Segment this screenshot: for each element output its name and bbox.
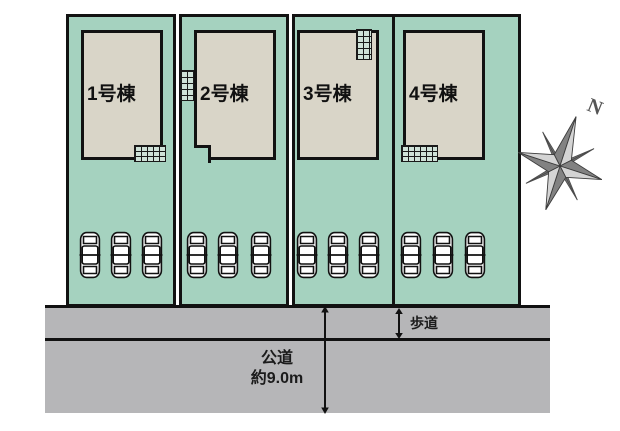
parking-car-icon (217, 231, 239, 279)
parking-car-icon (110, 231, 132, 279)
public-road-area (45, 341, 550, 413)
building-2-stairs-icon (180, 70, 194, 101)
public-road-label: 公道 約9.0m (232, 349, 322, 389)
parking-car-icon (327, 231, 349, 279)
parking-car-icon (432, 231, 454, 279)
building-1-stairs-icon (134, 145, 166, 162)
building-4-footprint (403, 30, 485, 160)
parking-car-icon (296, 231, 318, 279)
compass-north-label: N (584, 94, 606, 120)
parking-car-icon (358, 231, 380, 279)
building-1-label: 1号棟 (87, 84, 136, 105)
building-2-label: 2号棟 (200, 84, 249, 105)
parking-car-icon (250, 231, 272, 279)
public-road-dimension-arrow (318, 306, 332, 414)
building-1-footprint (81, 30, 163, 160)
parking-car-icon (186, 231, 208, 279)
building-2-footprint (194, 30, 276, 160)
building-2-notch (194, 145, 211, 163)
sidewalk-dimension-arrow (392, 308, 406, 339)
sidewalk-label: 歩道 (410, 315, 438, 331)
parking-car-icon (79, 231, 101, 279)
sidewalk-strip (45, 305, 550, 341)
parking-car-icon (464, 231, 486, 279)
public-road-name: 公道 (260, 350, 293, 367)
parking-car-icon (400, 231, 422, 279)
building-4-label: 4号棟 (409, 84, 458, 105)
building-3-label: 3号棟 (303, 84, 352, 105)
building-4-stairs-icon (401, 145, 438, 162)
building-3-stairs-icon (356, 29, 372, 60)
compass-rose-icon: N (516, 92, 608, 214)
public-road-width: 約9.0m (250, 370, 304, 387)
parking-car-icon (141, 231, 163, 279)
